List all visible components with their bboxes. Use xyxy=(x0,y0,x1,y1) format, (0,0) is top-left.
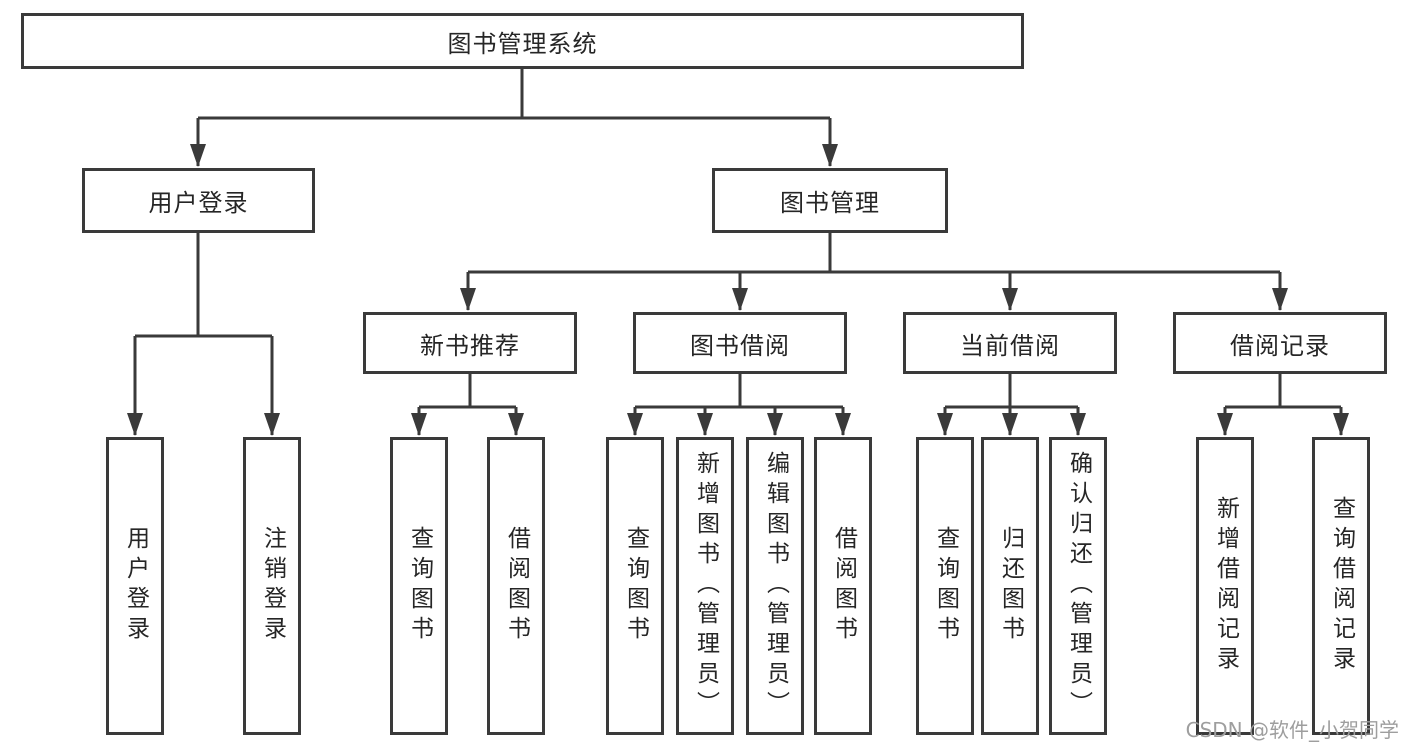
node-label: 借阅图书 xyxy=(503,526,530,646)
node-label: 借阅记录 xyxy=(1230,331,1330,360)
node-label: 确认归还（管理员） xyxy=(1065,451,1092,721)
connector-current-borrow-bar xyxy=(945,374,1078,409)
connector-root-bar xyxy=(198,69,830,120)
node-leaf-borrow-book-1: 借阅图书 xyxy=(487,437,545,735)
node-label: 查询借阅记录 xyxy=(1328,496,1355,676)
node-label: 查询图书 xyxy=(932,526,959,646)
node-label: 图书管理系统 xyxy=(447,29,598,58)
node-leaf-query-book-2: 查询图书 xyxy=(606,437,664,735)
connector-borrow-records-bar xyxy=(1225,374,1341,409)
node-current-borrow: 当前借阅 xyxy=(903,312,1117,374)
node-leaf-edit-book: 编辑图书（管理员） xyxy=(746,437,804,735)
node-label: 归还图书 xyxy=(997,526,1024,646)
node-label: 编辑图书（管理员） xyxy=(762,451,789,721)
node-label: 用户登录 xyxy=(122,526,149,646)
node-label: 新增借阅记录 xyxy=(1212,496,1239,676)
node-label: 注销登录 xyxy=(259,526,286,646)
node-label: 查询图书 xyxy=(406,526,433,646)
connector-user-login-bar xyxy=(135,233,272,338)
node-leaf-return-book: 归还图书 xyxy=(981,437,1039,735)
node-label: 新增图书（管理员） xyxy=(692,451,719,721)
node-root: 图书管理系统 xyxy=(21,13,1024,69)
node-leaf-borrow-book-2: 借阅图书 xyxy=(814,437,872,735)
node-new-book-rec: 新书推荐 xyxy=(363,312,577,374)
node-borrow-records: 借阅记录 xyxy=(1173,312,1387,374)
node-book-borrow: 图书借阅 xyxy=(633,312,847,374)
connector-book-borrow-bar xyxy=(635,374,843,409)
node-label: 图书管理 xyxy=(780,189,880,217)
watermark-text: CSDN @软件_小贺同学 xyxy=(1185,718,1399,742)
node-leaf-query-book-3: 查询图书 xyxy=(916,437,974,735)
node-leaf-logout: 注销登录 xyxy=(243,437,301,735)
node-label: 借阅图书 xyxy=(830,526,857,646)
node-user-login: 用户登录 xyxy=(82,168,315,233)
node-label: 新书推荐 xyxy=(420,331,520,360)
connector-group xyxy=(127,69,1349,436)
node-leaf-add-book: 新增图书（管理员） xyxy=(676,437,734,735)
node-label: 用户登录 xyxy=(148,189,249,217)
node-leaf-add-borrow-record: 新增借阅记录 xyxy=(1196,437,1254,735)
node-leaf-query-book-1: 查询图书 xyxy=(390,437,448,735)
node-label: 当前借阅 xyxy=(960,331,1060,360)
node-leaf-confirm-return: 确认归还（管理员） xyxy=(1049,437,1107,735)
node-label: 查询图书 xyxy=(622,526,649,646)
node-leaf-user-login: 用户登录 xyxy=(106,437,164,735)
node-leaf-query-borrow-record: 查询借阅记录 xyxy=(1312,437,1370,735)
connector-book-mgmt-bar xyxy=(468,233,1280,274)
node-book-mgmt: 图书管理 xyxy=(712,168,948,233)
connector-new-book-rec-bar xyxy=(419,374,516,409)
node-label: 图书借阅 xyxy=(690,331,790,360)
